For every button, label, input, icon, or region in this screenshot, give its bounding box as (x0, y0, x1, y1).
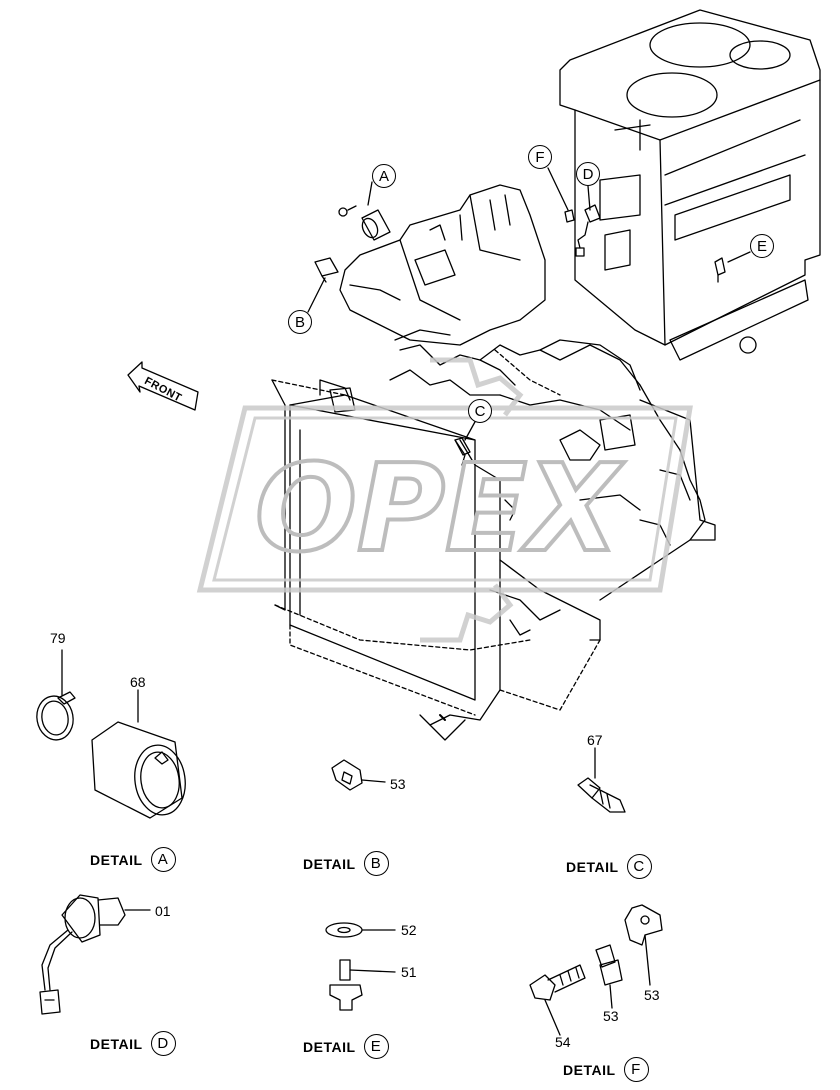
part-number-53-detail-b: 53 (390, 776, 406, 792)
part-number-53-detail-f-bracket: 53 (603, 1008, 619, 1024)
part-number-54: 54 (555, 1034, 571, 1050)
detail-e-label: DETAIL E (303, 1034, 389, 1059)
detail-letter-b: B (363, 851, 389, 876)
callout-f: F (528, 145, 552, 169)
callout-e: E (750, 234, 774, 258)
part-number-01: 01 (155, 903, 171, 919)
detail-a-drawing (36, 649, 186, 819)
detail-b-label: DETAIL B (303, 851, 389, 876)
detail-letter-c: C (626, 854, 652, 879)
control-valve (339, 184, 546, 346)
part-number-51: 51 (401, 964, 417, 980)
callout-leaders (307, 167, 751, 441)
detail-word: DETAIL (303, 1038, 356, 1055)
part-number-67: 67 (587, 732, 603, 748)
hydraulic-tank (559, 9, 821, 361)
detail-f-label: DETAIL F (563, 1057, 649, 1082)
detail-word: DETAIL (90, 1035, 143, 1052)
detail-f-drawing (529, 904, 663, 1036)
callout-c: C (468, 399, 492, 423)
front-arrow (127, 361, 199, 411)
callout-b: B (288, 310, 312, 334)
bushing-part-a (338, 205, 391, 241)
detail-letter-e: E (363, 1034, 389, 1059)
tank-sensors (454, 204, 726, 456)
detail-c-drawing (577, 747, 626, 813)
detail-letter-f: F (623, 1057, 649, 1082)
detail-word: DETAIL (563, 1061, 616, 1078)
detail-letter-d: D (150, 1031, 176, 1056)
detail-d-label: DETAIL D (90, 1031, 176, 1056)
part-number-53-detail-f-plate: 53 (644, 987, 660, 1003)
detail-b-drawing (331, 759, 386, 791)
detail-e-drawing (325, 922, 396, 1011)
hidden-lines (271, 349, 601, 716)
detail-word: DETAIL (566, 858, 619, 875)
part-number-68: 68 (130, 674, 146, 690)
detail-a-label: DETAIL A (90, 847, 176, 872)
part-number-79: 79 (50, 630, 66, 646)
detail-word: DETAIL (90, 851, 143, 868)
detail-d-drawing (39, 894, 151, 1015)
detail-c-label: DETAIL C (566, 854, 652, 879)
callout-a: A (372, 164, 396, 188)
detail-letter-a: A (150, 847, 176, 872)
part-number-52: 52 (401, 922, 417, 938)
detail-word: DETAIL (303, 855, 356, 872)
watermark-text: OPEX (255, 440, 625, 579)
callout-d: D (576, 162, 600, 186)
